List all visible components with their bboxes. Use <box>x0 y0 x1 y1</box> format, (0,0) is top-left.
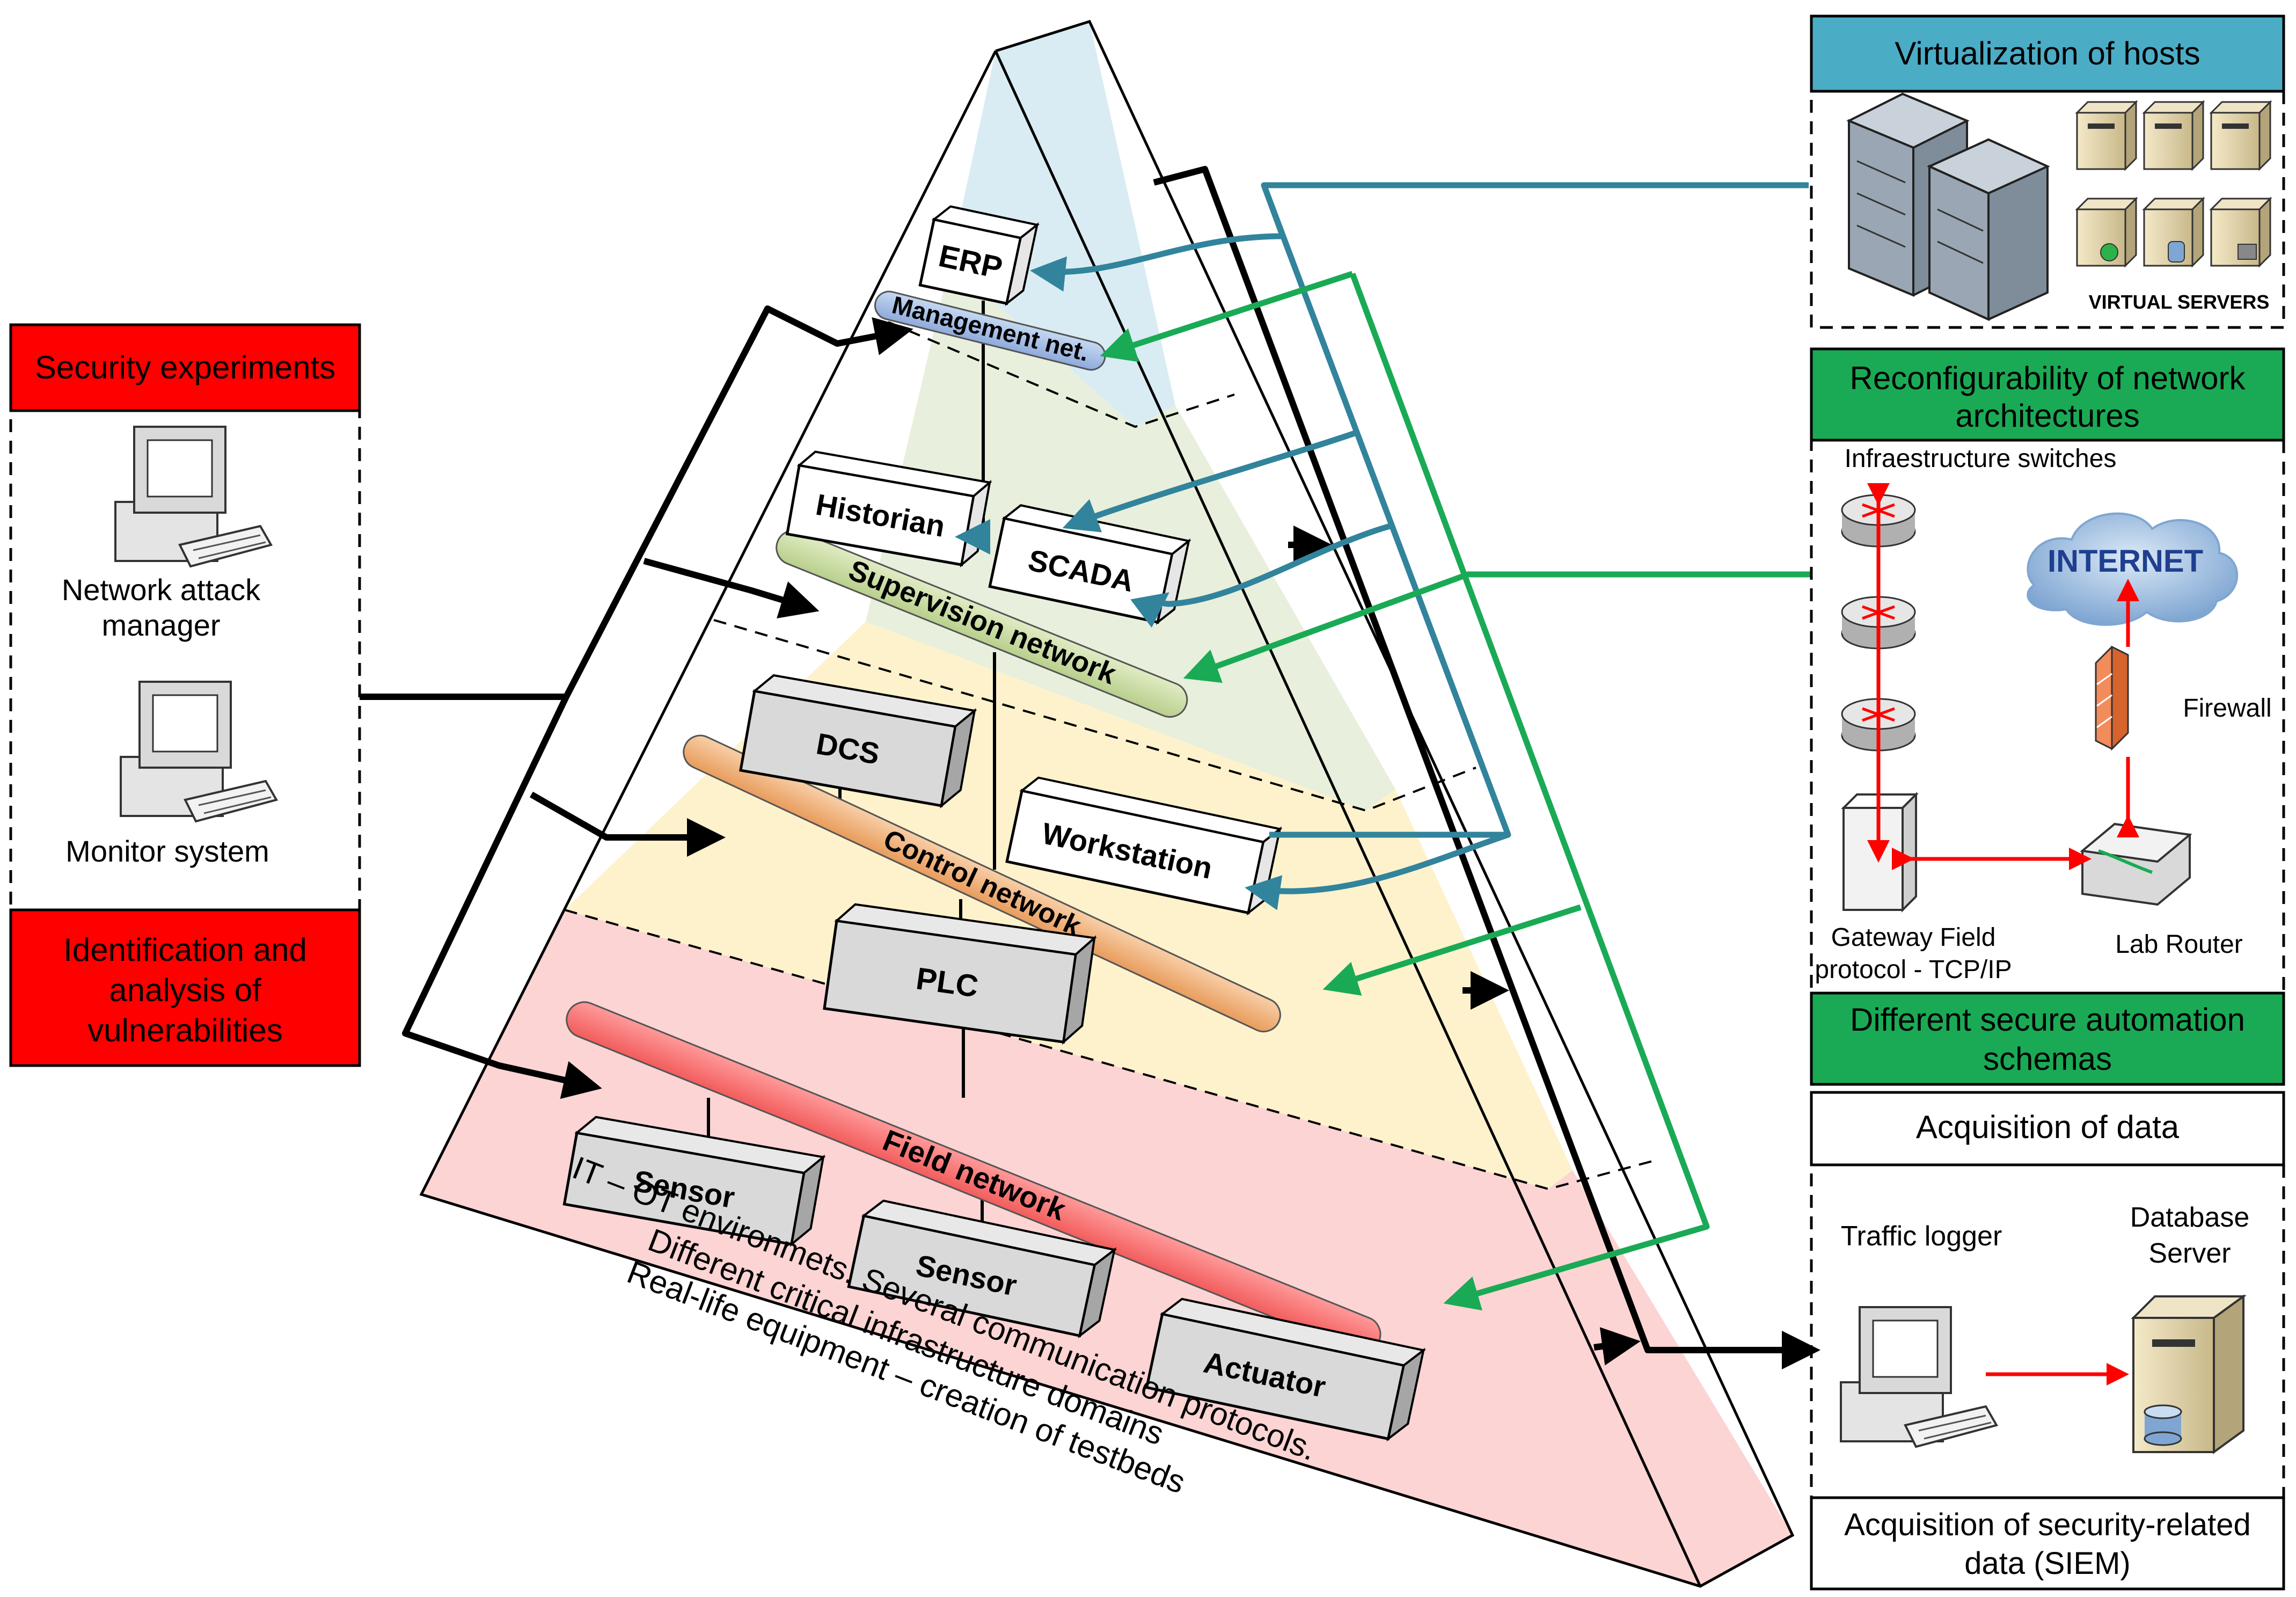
sensor-2-box: Sensor <box>847 1199 1117 1339</box>
network-attack-manager-label-2: manager <box>101 608 220 642</box>
identification-header <box>9 908 361 1067</box>
black-connectors <box>360 305 913 1099</box>
right-panel: Virtualization of hosts <box>1810 14 2285 1591</box>
red-network-arrows <box>1867 483 2139 870</box>
virtualization-label: Virtualization of hosts <box>1895 35 2200 71</box>
security-experiments-label: Security experiments <box>35 349 335 385</box>
virtualization-frame <box>1810 90 2285 329</box>
plc-label: PLC <box>914 961 981 1004</box>
network-attack-manager-icon <box>114 426 273 568</box>
database-server-label-2: Server <box>2148 1238 2231 1269</box>
monitor-system-icon <box>120 681 279 823</box>
reconfigurability-header <box>1810 347 2285 442</box>
secure-schemas-label-2: schemas <box>1983 1041 2112 1077</box>
black-right-connectors <box>1153 166 1820 1369</box>
virtual-servers-icons <box>2075 100 2272 268</box>
gateway-label-2: protocol - TCP/IP <box>1815 956 2012 984</box>
teal-connectors <box>955 182 1809 910</box>
reconfigurability-label-1: Reconfigurability of network <box>1849 360 2246 396</box>
sensor-1-box: Sensor <box>562 1115 826 1247</box>
traffic-logger-label: Traffic logger <box>1841 1221 2002 1252</box>
identification-label-1: Identification and <box>63 932 307 968</box>
infra-switches-label: Infraestructure switches <box>1845 444 2117 473</box>
pyramid-edge <box>994 50 1702 1587</box>
virtualization-header <box>1810 14 2285 93</box>
reconfigurability-label-2: architectures <box>1955 398 2139 434</box>
tier-field-side <box>1548 1170 1793 1586</box>
database-server-label-1: Database <box>2130 1202 2250 1233</box>
firewall-icon <box>2095 645 2129 751</box>
siem-header <box>1810 1496 2285 1591</box>
firewall-label: Firewall <box>2183 694 2271 723</box>
tier-separators <box>564 321 1659 1191</box>
server-rack-icon <box>1846 92 2050 322</box>
virtual-servers-label: VIRTUAL SERVERS <box>2089 291 2270 313</box>
actuator-box: Actuator <box>1145 1297 1426 1442</box>
acquisition-label: Acquisition of data <box>1916 1109 2180 1145</box>
devices: ERP Historian SCADA DCS Workstation <box>562 205 1426 1442</box>
siem-label-1: Acquisition of security-related <box>1844 1507 2251 1542</box>
plc-box: PLC <box>823 903 1097 1045</box>
siem-label-2: data (SIEM) <box>1964 1546 2130 1581</box>
security-experiments-frame <box>9 409 361 911</box>
network-attack-manager-label-1: Network attack <box>62 573 261 607</box>
traffic-logger-icon <box>1840 1306 1999 1448</box>
left-panel: Security experiments Network attack mana… <box>9 323 361 1067</box>
green-connectors <box>1100 271 1811 1311</box>
lab-router-icon <box>2080 822 2192 906</box>
internet-cloud-icon: INTERNET <box>2027 512 2239 626</box>
tier-supervision-side <box>1135 405 1395 811</box>
secure-schemas-label-1: Different secure automation <box>1850 1002 2245 1038</box>
workstation-box: Workstation <box>1005 776 1283 916</box>
database-server-icon <box>2131 1294 2247 1454</box>
reconfigurability-frame <box>1810 439 2285 995</box>
lab-router-label: Lab Router <box>2115 930 2243 959</box>
internet-label: INTERNET <box>2048 544 2203 579</box>
gateway-label-1: Gateway Field <box>1831 923 1996 952</box>
tier-it-side <box>996 21 1175 427</box>
secure-schemas-header <box>1810 991 2285 1086</box>
erp-box: ERP <box>918 205 1040 307</box>
pyramid-outline <box>419 19 1795 1588</box>
identification-label-3: vulnerabilities <box>87 1012 283 1048</box>
dcs-box: DCS <box>739 674 977 808</box>
identification-label-2: analysis of <box>109 972 261 1008</box>
tier-it-front <box>950 51 1135 427</box>
monitor-system-label: Monitor system <box>65 834 269 868</box>
